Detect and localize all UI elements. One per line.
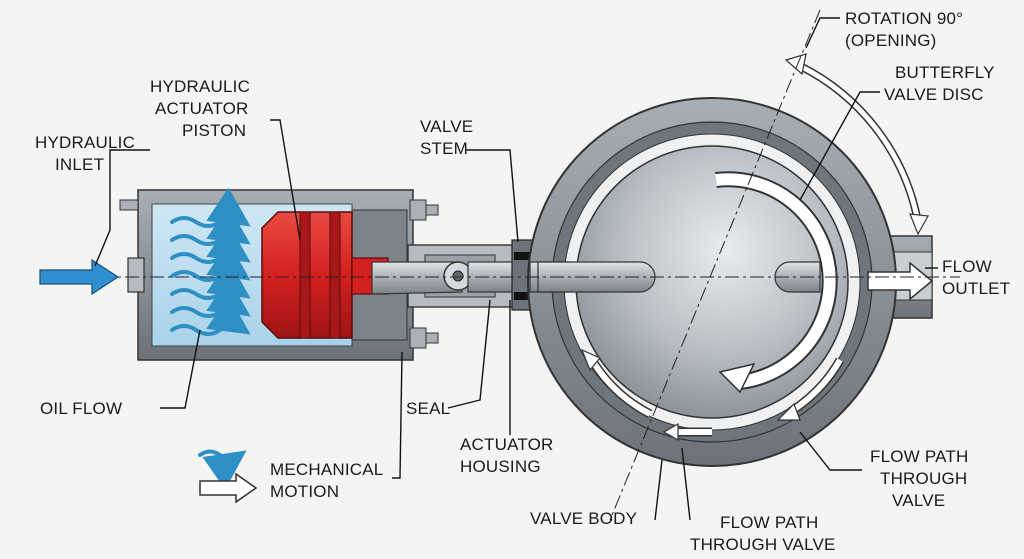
label-housing-1: ACTUATOR — [460, 435, 554, 454]
label-hydraulic-inlet-2: INLET — [55, 155, 104, 174]
label-valve-stem: VALVE STEM — [420, 117, 478, 158]
label-flow-path-bottom: FLOW PATH THROUGH VALVE — [690, 513, 836, 554]
label-flow-path-right-2: THROUGH — [880, 469, 967, 488]
label-flow-path-right-1: FLOW PATH — [870, 447, 968, 466]
hydraulic-inlet-arrow — [39, 258, 120, 296]
label-flow-path-right: FLOW PATH THROUGH VALVE — [870, 447, 973, 510]
label-oil-flow-1: OIL FLOW — [40, 399, 122, 418]
disc-rotation-arrow — [715, 171, 838, 394]
leader-lines — [94, 17, 938, 521]
oil-flow-arrows — [170, 187, 251, 336]
label-mechanical-motion: MECHANICAL MOTION — [270, 460, 388, 501]
label-disc-2: VALVE DISC — [884, 85, 984, 104]
label-disc-1: BUTTERFLY — [895, 63, 994, 82]
label-flow-path-bottom-2: THROUGH VALVE — [690, 535, 836, 554]
label-hydraulic-inlet: HYDRAULIC INLET — [35, 133, 140, 174]
rotation-90-arrow — [784, 53, 929, 236]
label-oil-flow: OIL FLOW — [40, 399, 122, 418]
label-piston-3: PISTON — [182, 121, 246, 140]
label-flow-path-bottom-1: FLOW PATH — [720, 513, 818, 532]
disc-centerline — [609, 9, 821, 521]
label-hydraulic-actuator-piston: HYDRAULIC ACTUATOR PISTON — [150, 77, 255, 140]
label-rotation-2: (OPENING) — [845, 31, 937, 50]
label-actuator-housing: ACTUATOR HOUSING — [460, 435, 558, 476]
label-valve-stem-1: VALVE — [420, 117, 473, 136]
hydraulic-piston — [261, 211, 389, 339]
label-seal-1: SEAL — [406, 399, 450, 418]
label-piston-2: ACTUATOR — [155, 99, 249, 118]
valve-shaft — [537, 261, 821, 293]
label-flow-path-right-3: VALVE — [892, 491, 945, 510]
label-flow-outlet: FLOW OUTLET — [942, 257, 1010, 298]
label-butterfly-valve-disc: BUTTERFLY VALVE DISC — [884, 63, 999, 104]
label-seal: SEAL — [406, 399, 450, 418]
label-rotation-1: ROTATION 90° — [845, 9, 963, 28]
label-hydraulic-inlet-1: HYDRAULIC — [35, 133, 135, 152]
legend-oil-arrow — [198, 449, 247, 490]
label-valve-body: VALVE BODY — [530, 509, 637, 528]
label-mechanical-2: MOTION — [270, 482, 339, 501]
inlet-port — [127, 257, 145, 293]
legend-mechanical-arrow — [199, 472, 258, 504]
label-housing-2: HOUSING — [460, 457, 541, 476]
flow-outlet-arrow — [867, 261, 934, 301]
label-mechanical-1: MECHANICAL — [270, 460, 383, 479]
label-flow-outlet-1: FLOW — [942, 257, 992, 276]
cylinder-bolts — [119, 199, 439, 349]
flow-path-arrows — [580, 348, 844, 442]
label-flow-outlet-2: OUTLET — [942, 279, 1010, 298]
label-valve-stem-2: STEM — [420, 139, 468, 158]
label-rotation: ROTATION 90° (OPENING) — [845, 9, 968, 50]
label-piston-1: HYDRAULIC — [150, 77, 250, 96]
label-valve-body-1: VALVE BODY — [530, 509, 637, 528]
actuator-linkage — [371, 239, 539, 311]
